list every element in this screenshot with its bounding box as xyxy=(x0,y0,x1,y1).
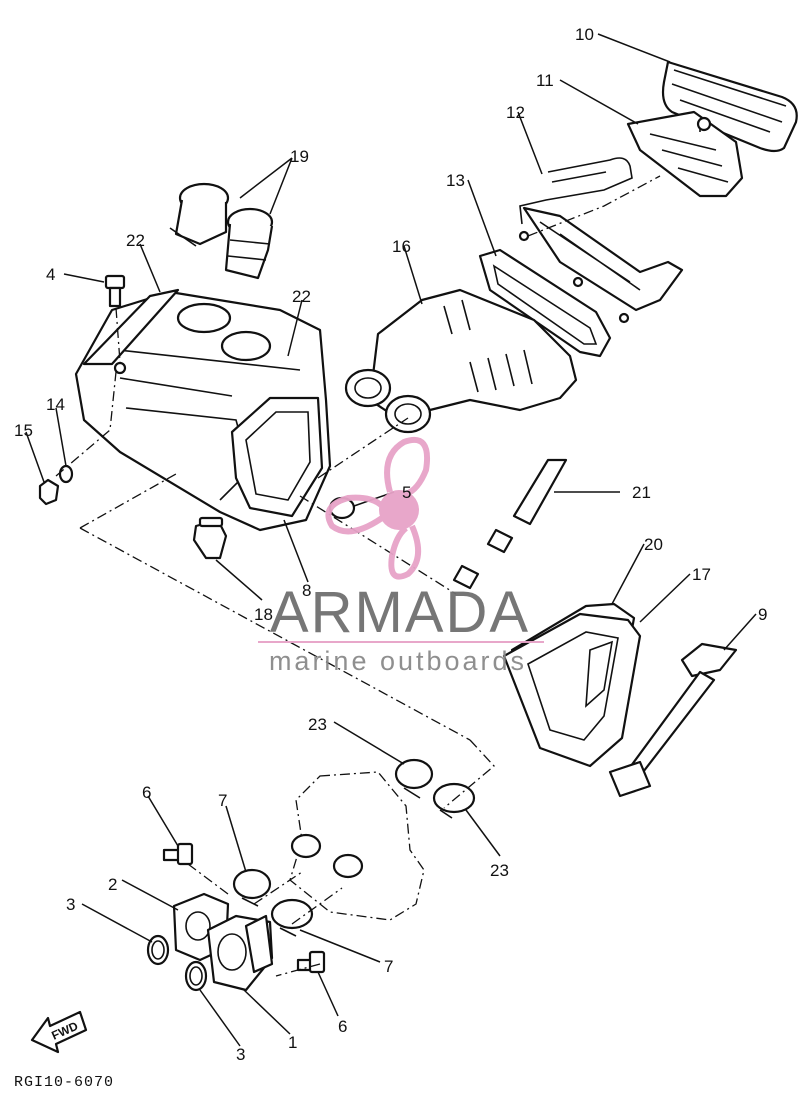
part-9-strap xyxy=(608,642,738,798)
callout-6-bottom: 6 xyxy=(338,1017,347,1036)
assembly-lines xyxy=(55,175,661,977)
armada-logo-hub xyxy=(379,490,419,530)
part-12-bracket xyxy=(518,157,684,324)
callout-16: 16 xyxy=(392,237,411,256)
callout-labels: 10 11 12 13 16 19 22 22 4 14 15 5 21 20 … xyxy=(14,25,767,1064)
part-14-washer xyxy=(58,464,74,484)
part-17-side-cover xyxy=(502,612,642,768)
armada-logo-blade-left xyxy=(325,494,385,535)
callout-18: 18 xyxy=(254,605,273,624)
part-16-intake-duct xyxy=(344,288,578,434)
watermark-subtitle: marine outboards xyxy=(269,646,527,676)
callout-9: 9 xyxy=(758,605,767,624)
part-13-gasket xyxy=(478,248,612,358)
carburetor-outline xyxy=(289,771,425,921)
callout-5: 5 xyxy=(402,483,411,502)
callout-12: 12 xyxy=(506,103,525,122)
callout-1: 1 xyxy=(288,1033,297,1052)
callout-2: 2 xyxy=(108,875,117,894)
callout-20: 20 xyxy=(644,535,663,554)
armada-logo-blade-top xyxy=(384,437,430,497)
part-7-hose-clamps xyxy=(232,868,314,937)
part-1-carburetor-joint xyxy=(206,914,274,992)
part-23-clamps-upper xyxy=(394,758,476,819)
part-21-breather-pipe xyxy=(452,458,568,590)
callout-15: 15 xyxy=(14,421,33,440)
part-4-screw xyxy=(104,274,126,308)
part-11-filter-element xyxy=(626,110,744,198)
callout-10: 10 xyxy=(575,25,594,44)
callout-23-bottom: 23 xyxy=(490,861,509,880)
callout-23-top: 23 xyxy=(308,715,327,734)
part-15-nut xyxy=(38,478,60,506)
callout-17: 17 xyxy=(692,565,711,584)
callout-3-bottom: 3 xyxy=(236,1045,245,1064)
drawing-code: RGI10-6070 xyxy=(14,1074,114,1091)
callout-21: 21 xyxy=(632,483,651,502)
part-10-filter-cap xyxy=(661,60,798,153)
part-6-bolts xyxy=(162,842,326,974)
callout-14: 14 xyxy=(46,395,65,414)
callout-7-top: 7 xyxy=(218,791,227,810)
leader-lines xyxy=(25,33,757,1047)
part-3-o-rings xyxy=(146,934,208,992)
part-22-airbox-housing xyxy=(74,288,332,532)
watermark-title: ARMADA xyxy=(270,580,530,645)
fwd-arrow: FWD xyxy=(30,1010,88,1054)
callout-8: 8 xyxy=(302,581,311,600)
callout-19: 19 xyxy=(290,147,309,166)
armada-logo-blade-right xyxy=(388,524,421,580)
part-19-rubber-joints xyxy=(169,182,274,280)
armada-logo-watermark: ARMADA marine outboards xyxy=(258,437,544,676)
callout-6-top: 6 xyxy=(142,783,151,802)
part-18-drain xyxy=(192,516,228,560)
callout-22-left: 22 xyxy=(126,231,145,250)
callout-22-right: 22 xyxy=(292,287,311,306)
callout-3-top: 3 xyxy=(66,895,75,914)
callout-13: 13 xyxy=(446,171,465,190)
callout-4: 4 xyxy=(46,265,55,284)
callout-11: 11 xyxy=(536,71,554,90)
callout-7-bottom: 7 xyxy=(384,957,393,976)
